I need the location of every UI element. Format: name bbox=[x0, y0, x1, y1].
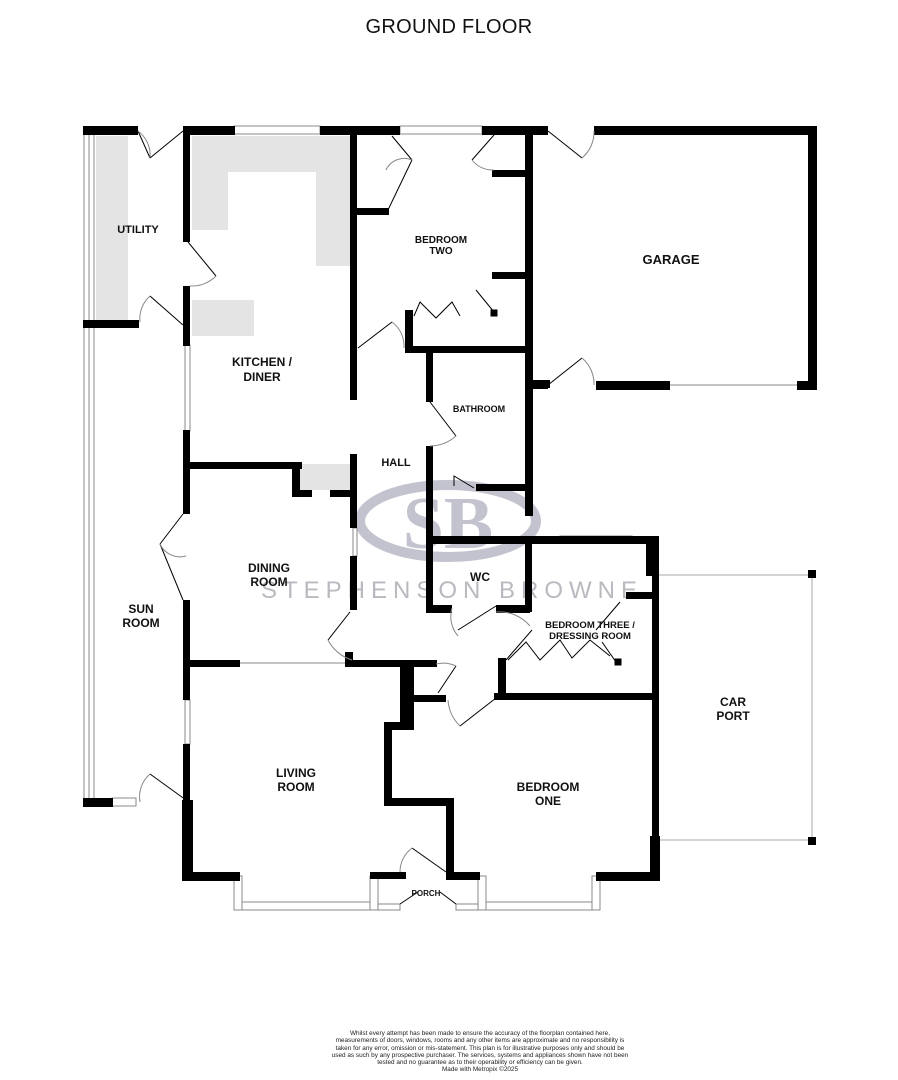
car-port-outline bbox=[658, 570, 816, 845]
disclaimer-credit: Made with Metropix ©2025 bbox=[441, 1066, 519, 1074]
room-label-dining-1: DINING bbox=[248, 561, 290, 575]
room-label-kitchen-1: KITCHEN / bbox=[232, 355, 293, 369]
room-label-wc: WC bbox=[470, 570, 490, 584]
room-label-sun-1: SUN bbox=[128, 602, 153, 616]
room-label-sun-2: ROOM bbox=[122, 616, 159, 630]
room-label-garage: GARAGE bbox=[642, 252, 699, 267]
disclaimer: Whilst every attempt has been made to en… bbox=[330, 1030, 630, 1074]
room-label-living-1: LIVING bbox=[276, 766, 316, 780]
room-label-bedroom-two-1: BEDROOM bbox=[415, 235, 467, 246]
room-label-bedroom-three-1: BEDROOM THREE / bbox=[545, 620, 635, 631]
room-label-utility: UTILITY bbox=[117, 224, 159, 236]
room-label-bedroom-two-2: TWO bbox=[429, 246, 453, 257]
watermark-logo: SB bbox=[355, 480, 541, 565]
disclaimer-text: Whilst every attempt has been made to en… bbox=[331, 1030, 629, 1067]
room-label-living-2: ROOM bbox=[277, 780, 314, 794]
room-label-kitchen-2: DINER bbox=[243, 370, 281, 384]
room-label-car-port-2: PORT bbox=[716, 709, 750, 723]
watermark-monogram: SB bbox=[403, 483, 494, 565]
room-label-car-port-1: CAR bbox=[720, 695, 746, 709]
room-label-bedroom-one-1: BEDROOM bbox=[517, 780, 580, 794]
floor-title: GROUND FLOOR bbox=[365, 16, 533, 38]
room-label-bathroom: BATHROOM bbox=[453, 404, 505, 414]
room-label-porch: PORCH bbox=[412, 889, 441, 898]
room-label-hall: HALL bbox=[381, 457, 411, 469]
room-label-bedroom-one-2: ONE bbox=[535, 794, 561, 808]
doors bbox=[137, 130, 622, 905]
watermark-brand: STEPHENSON BROWNE bbox=[261, 577, 643, 604]
room-label-bedroom-three-2: DRESSING ROOM bbox=[549, 631, 631, 642]
fixtures bbox=[96, 136, 352, 490]
room-label-dining-2: ROOM bbox=[250, 575, 287, 589]
room-labels: UTILITY KITCHEN / DINER BEDROOM TWO GARA… bbox=[117, 224, 750, 898]
walls bbox=[83, 126, 817, 881]
